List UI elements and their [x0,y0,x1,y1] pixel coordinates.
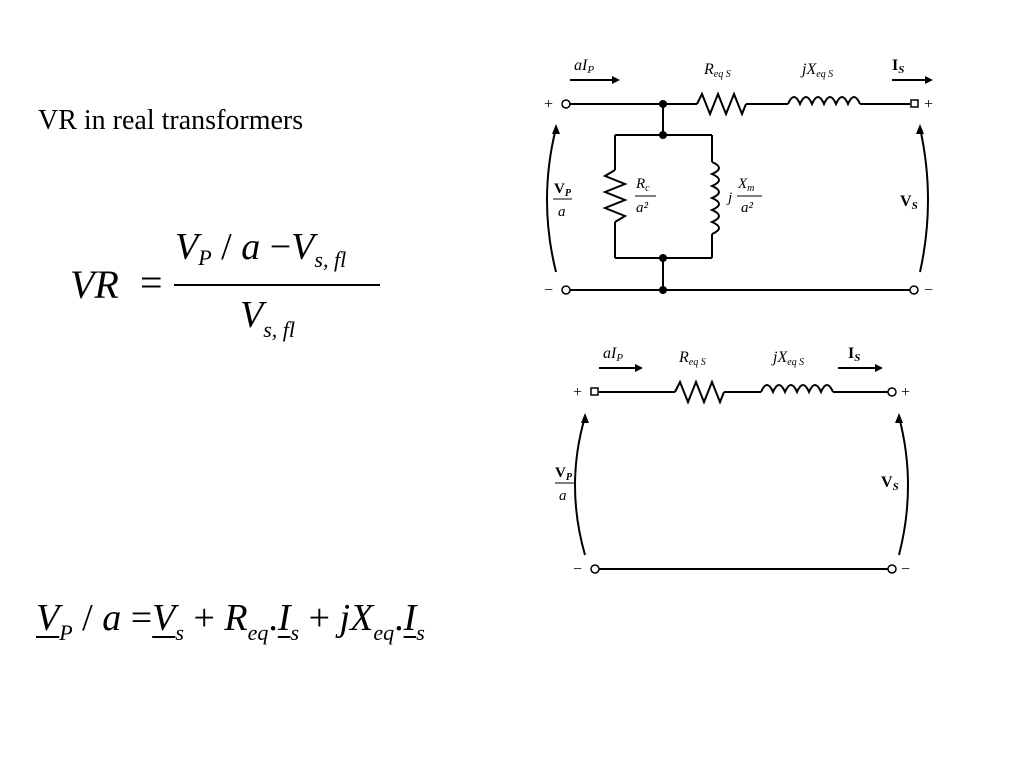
ip-arrowhead [612,76,620,84]
top-vp-den: a [558,204,566,220]
top-circuit-diagram: + + − − aIP Req S jXeq S IS VP a Rc a² j… [544,57,933,299]
terminal-secondary-minus [909,285,919,295]
kvl-i1: I [277,597,291,639]
num-v: V [175,226,199,268]
kvl-v1: V [36,597,60,639]
den-sub: s, fl [263,317,296,342]
xm-j: j [726,190,732,206]
kvl-div: / [82,597,93,639]
top-minus-left: − [544,282,553,299]
vr-denominator: Vs, fl [240,293,295,343]
vr-numerator: VP / a −Vs, fl [175,225,346,273]
node-shunt-bottom [659,254,667,262]
vr-fraction-bar [174,284,380,286]
top-vp-num: VP [554,181,572,199]
b-minus-right: − [901,561,910,578]
b-xeq-inductor-symbol [760,384,834,395]
vr-equals: = [140,260,163,305]
kvl-dot1: . [268,597,278,639]
kvl-a: a [102,597,122,639]
b-minus-left: − [573,561,582,578]
top-xeq-label: jXeq S [800,61,833,80]
num-minus: − [269,226,292,268]
b-terminal-primary-plus [590,387,599,396]
xm-den: a² [741,200,754,216]
req-resistor-symbol [696,91,747,117]
b-terminal-secondary-minus [887,564,897,574]
kvl-v2: V [152,597,176,639]
top-req-label: Req S [703,61,731,80]
b-xeq-label: jXeq S [771,349,804,368]
kvl-dot2: . [394,597,404,639]
b-vp-arc [574,416,586,556]
node-top-junction [659,100,667,108]
terminal-primary-plus [561,99,571,109]
b-is-label: IS [848,345,860,364]
num-p: P [198,245,212,270]
kvl-eq-sub1: eq [247,620,269,645]
b-vs-arc [898,416,909,556]
b-vs-arrowhead [895,413,903,423]
xm-num: Xm [737,176,754,194]
b-vp-num: VP [555,465,573,483]
kvl-i2: I [403,597,417,639]
xm-inductor-symbol [709,161,720,235]
top-plus-right: + [924,96,933,113]
kvl-plus1: + [193,597,215,639]
b-vp-arrowhead [581,413,589,423]
node-bottom-junction [659,286,667,294]
kvl-eq: = [130,597,153,639]
kvl-formula: VP / a =Vs + Req.Is + jXeq.Is [36,596,425,646]
b-is-arrowhead [875,364,883,372]
b-plus-left: + [573,384,582,401]
is-arrowhead [925,76,933,84]
num-a: a [241,226,261,268]
terminal-primary-minus [561,285,571,295]
top-plus-left: + [544,96,553,113]
kvl-eq-sub2: eq [373,620,395,645]
b-terminal-secondary-plus [887,387,897,397]
top-is-label: IS [892,57,904,76]
kvl-s1: s [175,620,184,645]
rc-resistor-symbol [602,169,628,223]
kvl-p: P [59,620,73,645]
vp-arc [546,127,557,273]
top-vs-label: VS [900,193,918,212]
kvl-s2: s [290,620,300,645]
vr-formula: VR = VP / a −Vs, fl Vs, fl [70,225,390,355]
den-v: V [240,294,264,336]
b-ip-arrowhead [635,364,643,372]
slide-title: VR in real transformers [38,105,304,136]
bottom-circuit-diagram: + + − − aIP Req S jXeq S IS VP a VS [555,345,910,578]
b-terminal-primary-minus [590,564,600,574]
vs-arc [919,127,929,273]
rc-den: a² [636,200,649,216]
node-shunt-top [659,131,667,139]
top-minus-right: − [924,282,933,299]
b-vp-den: a [559,488,567,504]
vp-arrowhead [552,124,560,134]
kvl-r: R [224,597,248,639]
kvl-jx: jX [339,597,374,639]
kvl-s3: s [416,620,425,645]
top-ip-label: aIP [574,57,594,76]
kvl-plus2: + [308,597,331,639]
vr-lhs: VR [70,262,119,307]
num-sub2: s, fl [314,247,347,272]
b-req-label: Req S [678,349,706,368]
rc-num: Rc [635,176,650,194]
b-plus-right: + [901,384,910,401]
num-div: / [221,226,232,268]
xeq-inductor-symbol [787,96,861,107]
b-req-resistor-symbol [674,379,725,405]
b-vs-label: VS [881,474,899,493]
terminal-secondary-plus [910,99,919,108]
vs-arrowhead [916,124,924,134]
num-v2: V [291,226,315,268]
b-ip-label: aIP [603,345,623,364]
